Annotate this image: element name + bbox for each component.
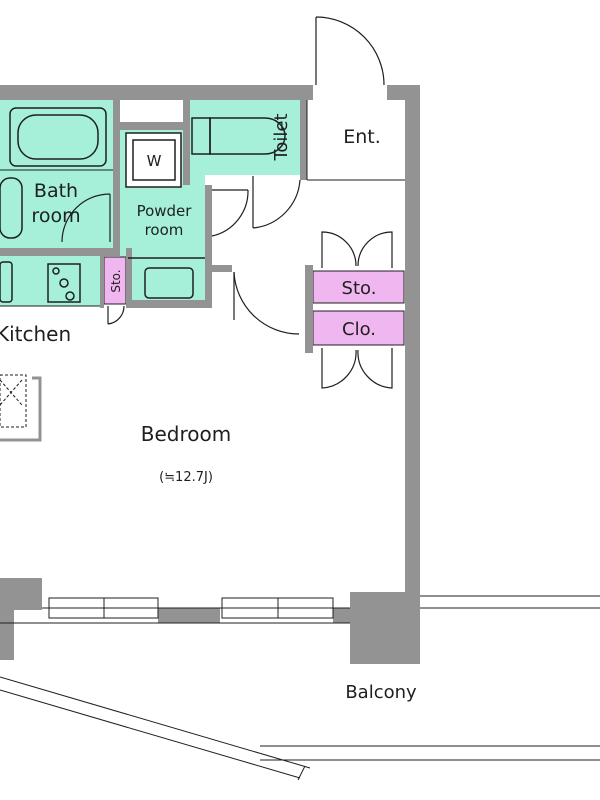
label-storage-kitchen: Sto. xyxy=(109,269,123,292)
wall-right-pillar xyxy=(350,592,420,664)
label-washer: W xyxy=(147,152,162,170)
label-kitchen: Kitchen xyxy=(0,322,71,346)
wall-top-left xyxy=(0,85,313,100)
wall-closet-left xyxy=(305,265,313,353)
toilet-floor xyxy=(190,100,300,175)
wall-left-pillar xyxy=(0,578,14,660)
balcony xyxy=(0,595,600,781)
fridge-space xyxy=(0,374,42,442)
walls xyxy=(0,85,420,664)
wall-bath-bottom xyxy=(0,248,120,256)
wall-toilet-right xyxy=(300,100,307,180)
closet-box xyxy=(312,310,405,346)
kitchen-sink xyxy=(0,261,13,303)
toilet-fixture xyxy=(191,117,286,155)
wall-toilet-left xyxy=(183,100,190,185)
label-powder-line1: Powder xyxy=(137,202,193,220)
room-labels: Ent. Toilet Bath room W Powder room Sto.… xyxy=(0,113,417,703)
label-entrance: Ent. xyxy=(343,126,381,148)
wall-kitchen-storage xyxy=(100,248,104,308)
wall-hall-segment xyxy=(207,265,232,272)
windows xyxy=(48,597,334,619)
wall-powder-top xyxy=(120,122,185,130)
wall-bath-right xyxy=(113,100,120,250)
label-storage: Sto. xyxy=(342,278,377,299)
kitchen-stove xyxy=(47,263,81,303)
wall-bottom-left xyxy=(14,578,42,610)
wall-bottom-mid xyxy=(158,608,220,623)
label-bedroom: Bedroom xyxy=(141,422,231,446)
kitchen-appliances xyxy=(0,261,81,303)
wall-storage-right xyxy=(126,248,132,308)
label-powder-line2: room xyxy=(145,221,184,239)
wall-right xyxy=(405,85,420,605)
label-balcony: Balcony xyxy=(345,682,417,703)
label-bedroom-size: (≒12.7J) xyxy=(159,470,213,485)
powder-sink xyxy=(128,257,205,299)
wall-powder-right xyxy=(205,185,212,305)
bathroom-floor xyxy=(0,100,113,248)
doors xyxy=(61,16,393,389)
label-closet: Clo. xyxy=(342,319,376,340)
wall-bottom-right xyxy=(333,608,353,623)
storage-areas xyxy=(103,256,405,346)
label-bath-line2: room xyxy=(31,205,80,227)
label-toilet: Toilet xyxy=(271,113,292,161)
washer-unit xyxy=(125,132,182,188)
wall-powder-bottom xyxy=(128,300,212,308)
label-bath-line1: Bath xyxy=(34,180,78,202)
bathtub xyxy=(0,107,107,239)
